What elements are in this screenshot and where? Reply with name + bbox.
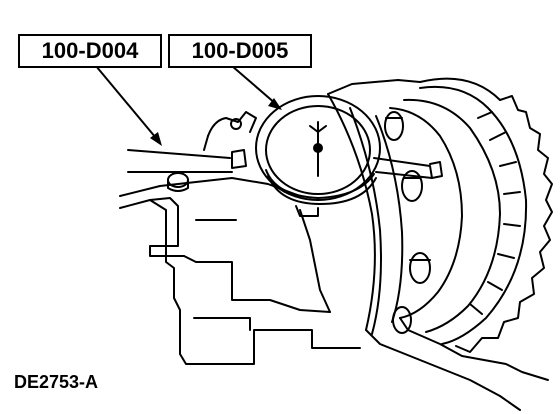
figure-id: DE2753-A [14,372,99,392]
axle-housing [119,172,361,365]
arrowhead-b [268,98,282,110]
arrowhead-a [150,132,162,146]
leader-lines [95,65,277,139]
callout-label-100-d004: 100-D004 [18,34,162,68]
dial-indicator [255,95,443,217]
indicator-bar [127,111,257,173]
callout-label-100-d005: 100-D005 [168,34,312,68]
ring-gear [389,77,553,353]
carrier-flange [327,79,549,411]
